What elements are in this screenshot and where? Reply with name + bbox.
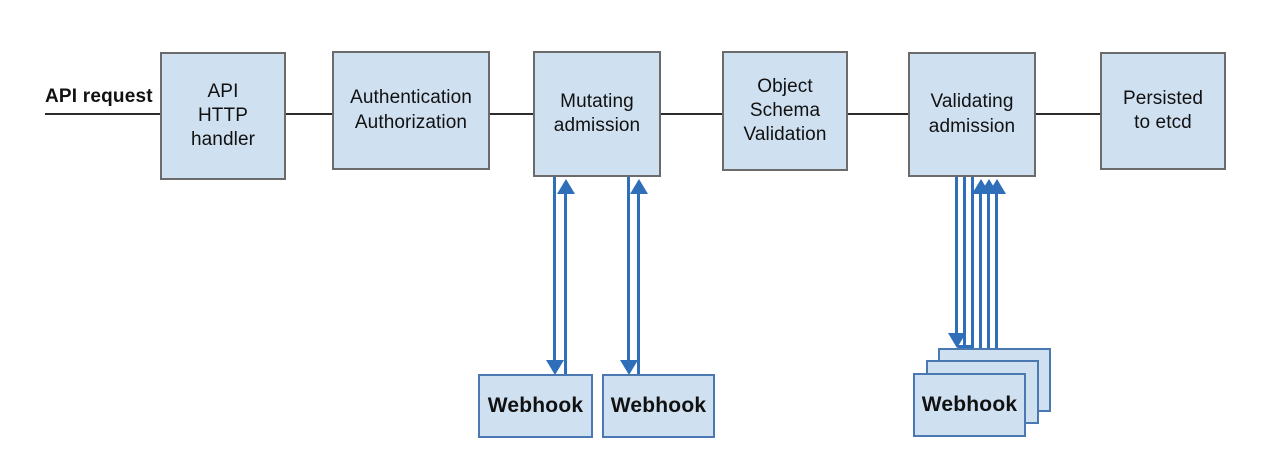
stage-box-authentication[interactable]: Authentication Authorization xyxy=(332,51,490,170)
flow-arrow-mutating-to-schema xyxy=(661,113,734,115)
webhook-arrow-validating-call-1-request xyxy=(955,177,958,335)
webhook-box-mutating-webhook-2[interactable]: Webhook xyxy=(602,374,715,438)
webhook-arrow-validating-call-3-request xyxy=(971,177,974,359)
stage-label-mutating-admission: Mutating admission xyxy=(553,90,641,136)
flow-arrow-api-to-auth xyxy=(286,113,344,115)
webhook-box-mutating-webhook-1[interactable]: Webhook xyxy=(478,374,593,438)
webhook-arrow-mutating-call-1-request xyxy=(553,177,556,362)
stage-label-object-schema: Object Schema Validation xyxy=(743,75,827,146)
webhook-arrow-validating-call-2-request xyxy=(963,177,966,347)
stage-label-persisted-to-etcd: Persisted to etcd xyxy=(1122,87,1204,133)
webhook-arrow-validating-call-2-response xyxy=(987,192,990,373)
flow-arrow-validating-to-persisted xyxy=(1036,113,1112,115)
stage-label-authentication: Authentication Authorization xyxy=(350,87,472,133)
flow-arrow-auth-to-mutating xyxy=(490,113,545,115)
webhook-arrow-mutating-call-2-response xyxy=(637,192,640,378)
stage-box-mutating-admission[interactable]: Mutating admission xyxy=(533,51,661,177)
webhook-label-mutating-webhook-1: Webhook xyxy=(487,394,584,417)
webhook-arrow-validating-call-1-response xyxy=(979,192,982,373)
webhook-box-validating-webhook-1[interactable]: Webhook xyxy=(913,373,1026,437)
api-request-label: API request xyxy=(45,86,153,107)
flow-arrow-entry-to-api xyxy=(45,113,171,115)
stage-label-api-http-handler: API HTTP handler xyxy=(190,80,256,151)
webhook-label-mutating-webhook-2: Webhook xyxy=(610,394,707,417)
stage-box-object-schema[interactable]: Object Schema Validation xyxy=(722,51,848,171)
stage-label-validating-admission: Validating admission xyxy=(928,91,1016,137)
stage-box-validating-admission[interactable]: Validating admission xyxy=(908,52,1036,177)
webhook-arrow-mutating-call-1-response xyxy=(564,192,567,378)
webhook-arrow-validating-call-3-response xyxy=(995,192,998,373)
flow-arrow-schema-to-validating xyxy=(848,113,920,115)
webhook-label-validating-webhook-1: Webhook xyxy=(921,393,1018,416)
stage-box-persisted-to-etcd[interactable]: Persisted to etcd xyxy=(1100,52,1226,170)
stage-box-api-http-handler[interactable]: API HTTP handler xyxy=(160,52,286,180)
webhook-arrow-mutating-call-2-request xyxy=(627,177,630,362)
